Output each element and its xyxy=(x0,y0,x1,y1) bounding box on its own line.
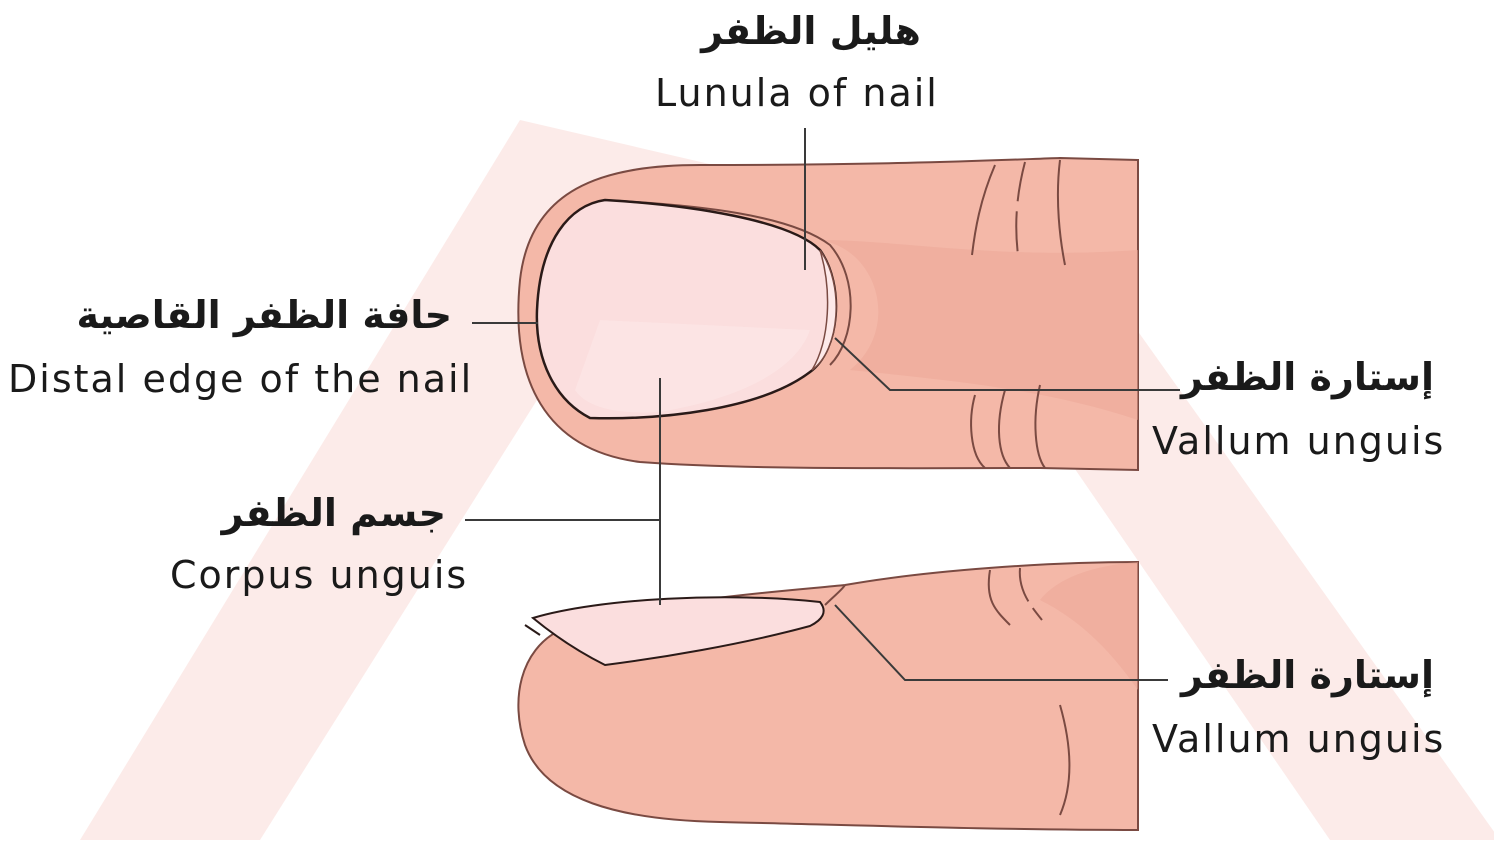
corpus-label-en: Corpus unguis xyxy=(170,556,468,594)
vallum-bottom-label-ar: إستارة الظفر xyxy=(1190,656,1434,694)
bottom-finger xyxy=(518,562,1138,830)
distal-edge-label-ar: حافة الظفر القاصية xyxy=(68,296,452,334)
vallum-bottom-label-en: Vallum unguis xyxy=(1152,720,1445,758)
top-finger xyxy=(518,158,1138,470)
corpus-label-ar: جسم الظفر xyxy=(214,494,446,532)
distal-edge-label-en: Distal edge of the nail xyxy=(8,360,473,398)
lunula-label-ar: هليل الظفر xyxy=(700,12,922,50)
vallum-top-label-ar: إستارة الظفر xyxy=(1190,358,1434,396)
lunula-label-en: Lunula of nail xyxy=(655,74,939,112)
vallum-top-label-en: Vallum unguis xyxy=(1152,422,1445,460)
